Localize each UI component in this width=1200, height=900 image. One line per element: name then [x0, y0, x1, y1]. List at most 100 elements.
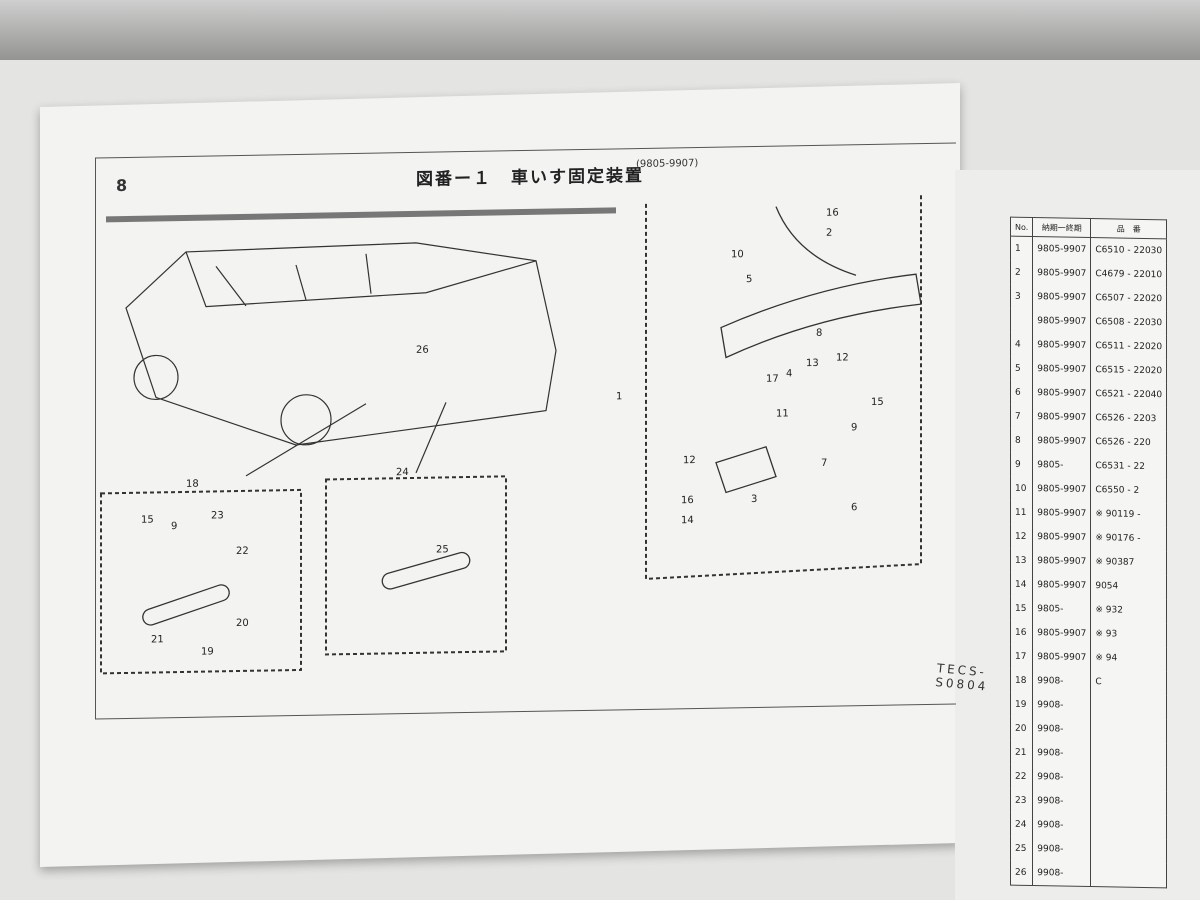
- callout-label: 20: [236, 618, 249, 629]
- row-number: 8: [1010, 428, 1033, 454]
- part-number: C6508 - 22030: [1090, 310, 1167, 336]
- row-number: 14: [1010, 572, 1033, 598]
- part-number: ※ 90176 -: [1090, 526, 1167, 552]
- period: 9805-: [1032, 453, 1091, 479]
- period: 9908-: [1032, 693, 1091, 719]
- callout-label: 14: [681, 515, 694, 526]
- callout-label: 16: [681, 495, 694, 506]
- row-number: 18: [1010, 668, 1033, 694]
- callout-label: 2: [826, 228, 832, 239]
- callout-label: 17: [766, 374, 779, 385]
- callout-label: 26: [416, 345, 429, 356]
- period: 9805-9907: [1032, 333, 1091, 359]
- callout-label: 15: [141, 514, 154, 525]
- part-number: C4679 - 22010: [1090, 262, 1167, 288]
- part-number: [1090, 742, 1167, 768]
- part-number: ※ 90387: [1090, 550, 1167, 576]
- callout-label: 12: [836, 352, 849, 363]
- column-header: 納期一終期: [1032, 217, 1091, 238]
- period: 9908-: [1032, 669, 1091, 695]
- row-number: 19: [1010, 692, 1033, 718]
- callout-label: 24: [396, 467, 409, 478]
- part-number: 9054: [1090, 574, 1167, 600]
- row-number: 3: [1010, 284, 1033, 310]
- callout-label: 5: [746, 274, 752, 285]
- part-number: C6526 - 220: [1090, 430, 1167, 456]
- callout-label: 19: [201, 646, 214, 657]
- callout-label: 22: [236, 546, 249, 557]
- period: 9805-9907: [1032, 429, 1091, 455]
- period: 9805-9907: [1032, 236, 1091, 263]
- callout-label: 25: [436, 544, 449, 555]
- part-number: C6510 - 22030: [1090, 237, 1167, 264]
- callout-label: 4: [786, 368, 792, 379]
- period: 9908-: [1032, 789, 1091, 815]
- part-number: ※ 90119 -: [1090, 502, 1167, 528]
- period: 9805-9907: [1032, 405, 1091, 431]
- row-number: 12: [1010, 524, 1033, 550]
- column-header: 品 番: [1090, 218, 1167, 239]
- period: 9908-: [1032, 741, 1091, 767]
- row-number: 5: [1010, 356, 1033, 382]
- part-number: C6526 - 2203: [1090, 406, 1167, 432]
- period: 9805-9907: [1032, 501, 1091, 527]
- callout-label: 6: [851, 502, 857, 513]
- row-number: 25: [1010, 836, 1033, 862]
- column-header: No.: [1010, 217, 1033, 237]
- part-number: C: [1090, 670, 1167, 696]
- row-number: 1: [1010, 236, 1033, 262]
- parts-diagram-page: 8 図番ー１ 車いす固定装置 (9805-9907) TECS-S0804 26…: [95, 142, 989, 720]
- callout-label: 9: [851, 422, 857, 433]
- row-number: 7: [1010, 404, 1033, 430]
- period: 9805-9907: [1032, 381, 1091, 407]
- period: 9908-: [1032, 765, 1091, 791]
- callout-label: 12: [683, 455, 696, 466]
- period: 9805-9907: [1032, 525, 1091, 551]
- part-number: [1090, 718, 1167, 744]
- part-number: [1090, 838, 1167, 864]
- period: 9805-9907: [1032, 573, 1091, 599]
- period: 9805-9907: [1032, 477, 1091, 503]
- row-number: [1010, 308, 1033, 334]
- row-number: 15: [1010, 596, 1033, 622]
- part-number: C6550 - 2: [1090, 478, 1167, 504]
- row-number: 20: [1010, 716, 1033, 742]
- row-number: 16: [1010, 620, 1033, 646]
- period: 9805-9907: [1032, 357, 1091, 383]
- callout-label: 18: [186, 479, 199, 490]
- callout-label: 3: [751, 494, 757, 505]
- row-number: 4: [1010, 332, 1033, 358]
- row-number: 13: [1010, 548, 1033, 574]
- callout-labels: 26 18 24 15 9 23 22 21 20 19 25 1 16 2 1…: [141, 208, 884, 658]
- background-page: [0, 0, 1200, 70]
- part-number: [1090, 862, 1167, 888]
- period: 9805-9907: [1032, 621, 1091, 647]
- period: 9805-9907: [1032, 285, 1091, 311]
- period: 9805-9907: [1032, 309, 1091, 335]
- exploded-diagram: 26 18 24 15 9 23 22 21 20 19 25 1 16 2 1…: [100, 194, 922, 675]
- callout-label: 16: [826, 208, 839, 219]
- part-number: C6531 - 22: [1090, 454, 1167, 480]
- row-number: 9: [1010, 452, 1033, 478]
- row-number: 2: [1010, 260, 1033, 286]
- row-number: 21: [1010, 740, 1033, 766]
- part-number: [1090, 814, 1167, 840]
